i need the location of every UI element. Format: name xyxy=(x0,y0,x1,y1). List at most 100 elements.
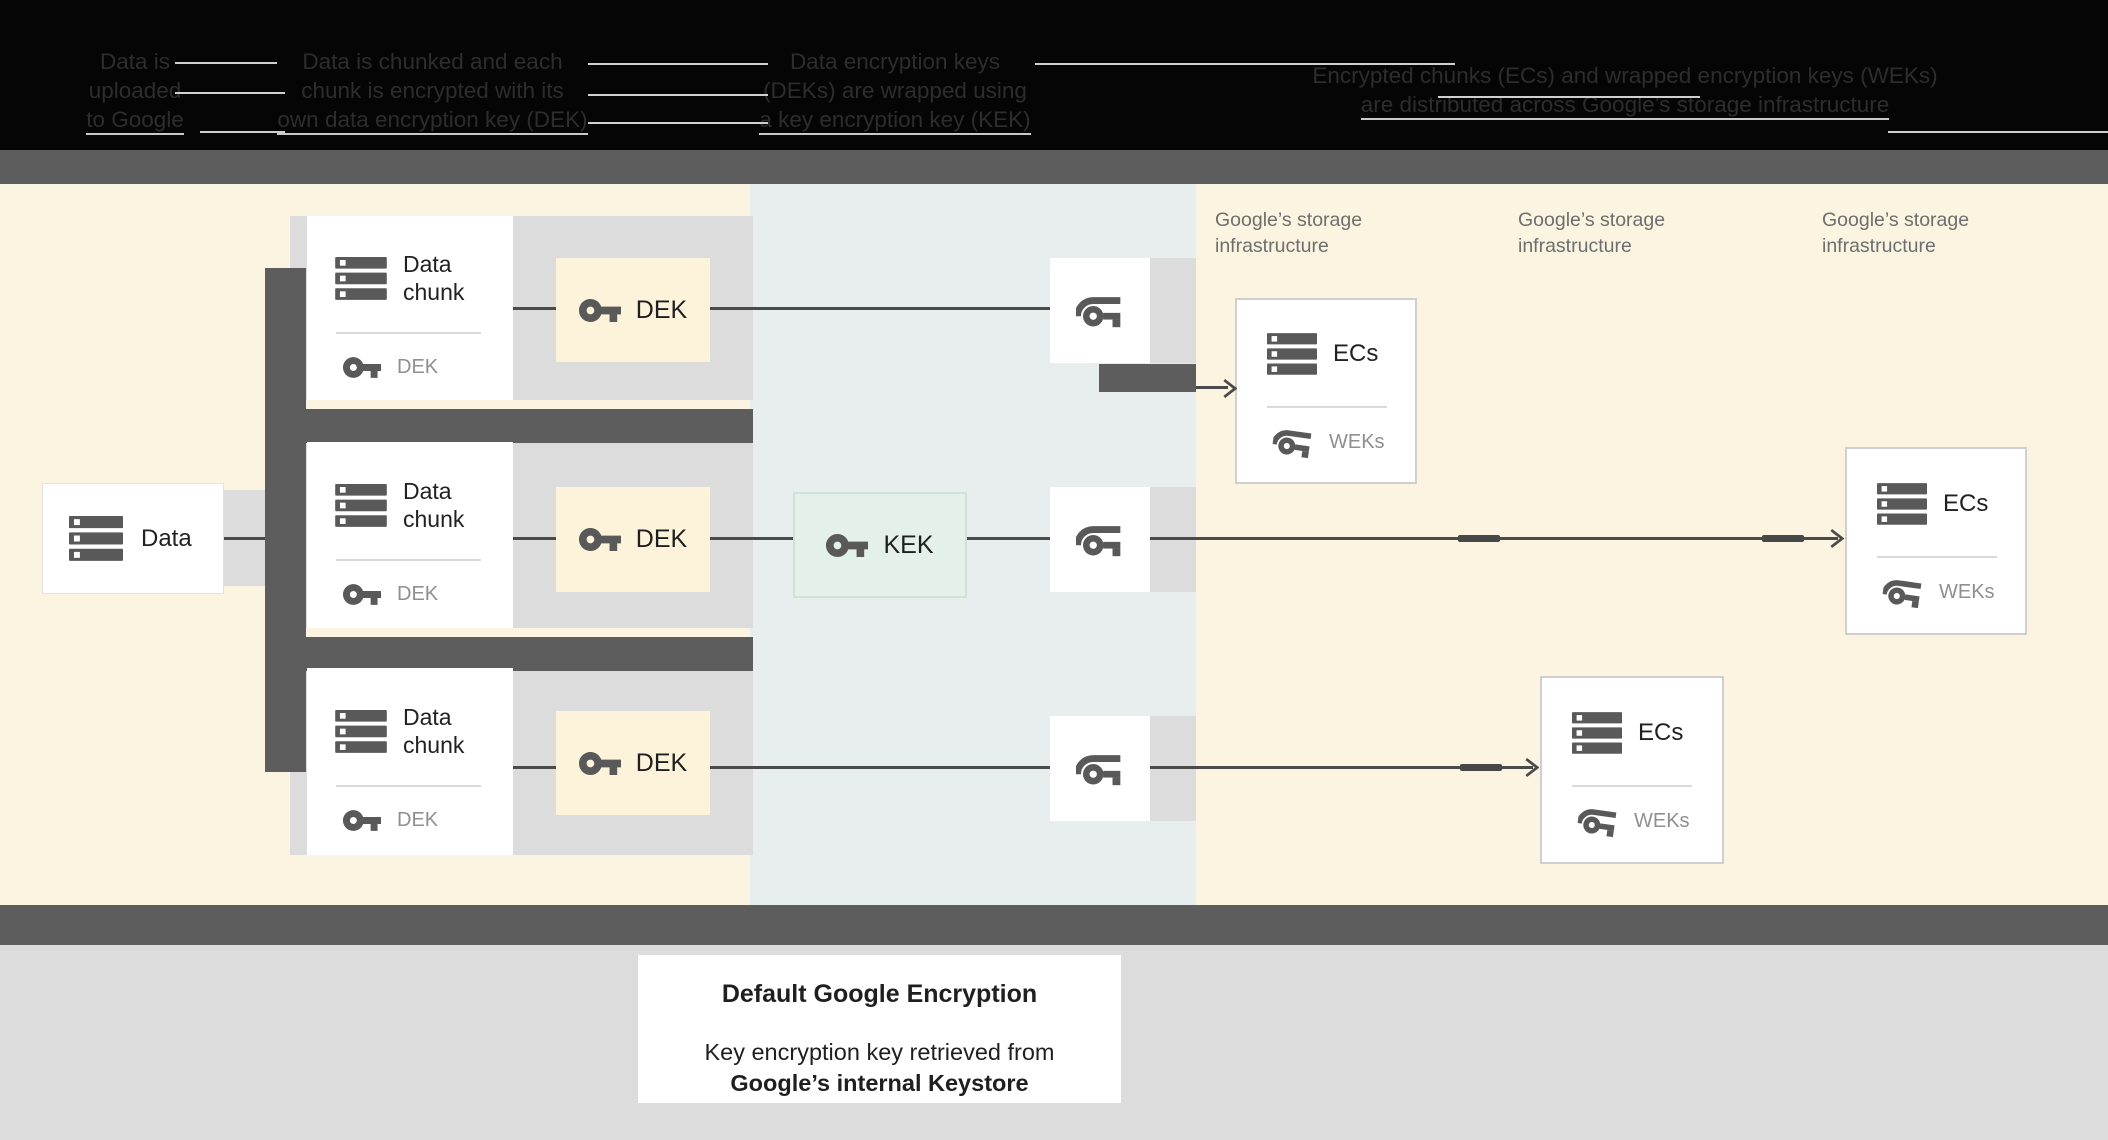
server-stack-icon xyxy=(1877,483,1927,525)
kek-box: KEK xyxy=(793,492,967,598)
wrapped-key-icon xyxy=(1576,809,1617,838)
step-text-line: are distributed across Google’s storage … xyxy=(1310,90,1940,120)
key-icon xyxy=(578,298,621,322)
ec-box-label: ECs xyxy=(1638,719,1684,746)
server-stack-icon xyxy=(335,256,387,300)
header-rule xyxy=(588,122,768,124)
dek-box-label: DEK xyxy=(635,525,688,553)
key-icon xyxy=(343,810,381,831)
divider xyxy=(1267,406,1387,408)
trunk-bar xyxy=(265,268,306,772)
step-text-line: uploaded xyxy=(88,78,182,103)
connector-segment xyxy=(1460,764,1502,771)
key-icon xyxy=(343,357,381,378)
divider xyxy=(336,785,481,787)
connector xyxy=(710,537,793,540)
ec-wek-label: WEKs xyxy=(1939,581,1995,603)
branch-bar-1 xyxy=(265,409,753,443)
data-box-label: Data xyxy=(141,524,192,552)
header-divider-bar xyxy=(0,150,2108,184)
arrow-right-icon xyxy=(1830,529,1844,548)
connector xyxy=(710,766,1050,769)
caption-body: Key encryption key retrieved from Google… xyxy=(704,1039,1055,1096)
step-text-line: Data is xyxy=(99,49,171,74)
connector xyxy=(1196,386,1228,389)
dek-box-label: DEK xyxy=(635,295,688,324)
ec-box-2: ECs WEKs xyxy=(1845,447,2027,635)
header-link[interactable]: a key encryption key (KEK) xyxy=(759,107,1031,135)
server-stack-icon xyxy=(335,709,387,753)
connector xyxy=(224,537,265,540)
bottom-divider-bar xyxy=(0,905,2108,945)
dek-box-2: DEK xyxy=(556,487,710,592)
chunk-dek-label: DEK xyxy=(397,583,439,605)
key-wrap-box-2 xyxy=(1050,487,1150,592)
connector xyxy=(710,307,1050,310)
divider xyxy=(336,332,481,334)
key-wrap-box-1 xyxy=(1050,258,1150,363)
key-icon xyxy=(578,751,621,775)
divider xyxy=(336,559,481,561)
connector-segment xyxy=(1458,535,1500,542)
header-band xyxy=(0,0,2108,150)
kek-box-label: KEK xyxy=(883,530,934,559)
connector-segment xyxy=(1762,535,1804,542)
wrap1-output-bar xyxy=(1099,364,1196,392)
step-text-line: Data encryption keys xyxy=(789,49,1001,74)
header-rule xyxy=(175,62,277,64)
key-icon xyxy=(578,528,621,551)
header-rule xyxy=(1888,131,2108,133)
ec-box-3: ECs WEKs xyxy=(1540,676,1724,864)
header-step-2: Data is chunked and each chunk is encryp… xyxy=(275,47,590,135)
header-step-3: Data encryption keys (DEKs) are wrapped … xyxy=(755,47,1035,135)
chunk-dek-label: DEK xyxy=(397,356,439,378)
header-rule xyxy=(200,131,285,133)
step-text-line: own data encryption key (DEK) xyxy=(275,105,590,135)
caption-title: Default Google Encryption xyxy=(721,980,1038,1008)
wrapped-key-icon xyxy=(1076,525,1121,556)
header-rule xyxy=(1438,96,1700,98)
key-wrap-box-3 xyxy=(1050,716,1150,821)
header-step-1: Data is uploaded to Google xyxy=(40,47,230,135)
header-rule xyxy=(588,94,768,96)
divider xyxy=(1572,785,1692,787)
connector xyxy=(1150,766,1533,769)
step-text-line: to Google xyxy=(40,105,230,135)
connector xyxy=(513,307,556,310)
caption-box: Default Google Encryption Key encryption… xyxy=(638,955,1121,1103)
server-stack-icon xyxy=(69,516,123,561)
arrow-right-icon xyxy=(1525,758,1539,777)
step-text-line: Data is chunked and each xyxy=(302,49,563,74)
connector xyxy=(513,537,556,540)
ec-wek-label: WEKs xyxy=(1329,431,1385,453)
ec-box-label: ECs xyxy=(1943,490,1989,517)
wrapped-key-icon xyxy=(1881,580,1922,609)
header-link[interactable]: own data encryption key (DEK) xyxy=(277,107,588,135)
arrow-right-icon xyxy=(1223,379,1237,398)
header-rule xyxy=(1035,63,1455,65)
header-link[interactable]: to Google xyxy=(86,107,184,135)
dek-box-label: DEK xyxy=(635,748,688,777)
ec-box-1: ECs WEKs xyxy=(1235,298,1417,484)
server-stack-icon xyxy=(335,483,387,527)
ec-box-label: ECs xyxy=(1333,340,1379,367)
server-stack-icon xyxy=(1267,333,1317,375)
server-stack-icon xyxy=(1572,712,1622,754)
wrapped-key-icon xyxy=(1271,430,1312,459)
branch-bar-2 xyxy=(265,637,753,671)
dek-box-1: DEK xyxy=(556,258,710,362)
wrapped-key-icon xyxy=(1076,754,1121,785)
header-rule xyxy=(588,63,768,65)
data-box: Data xyxy=(42,483,224,594)
header-step-4: Encrypted chunks (ECs) and wrapped encry… xyxy=(1310,61,1940,120)
